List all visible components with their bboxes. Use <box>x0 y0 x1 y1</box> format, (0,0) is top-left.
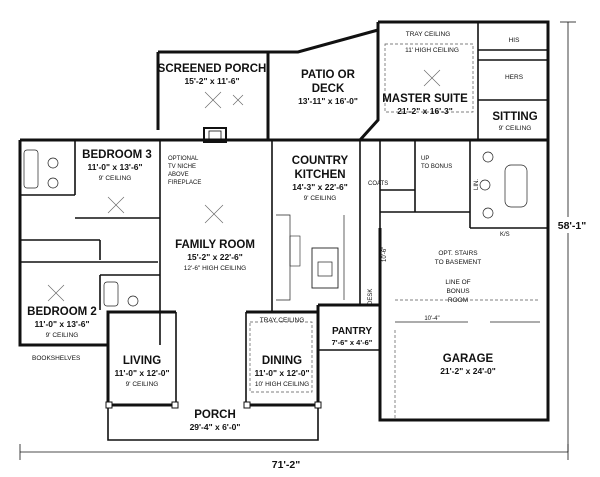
kitchen-island <box>311 247 339 289</box>
bedroom2-dims: 11'-0" x 13'-6" <box>34 319 89 329</box>
overall-depth-dimension <box>560 21 576 452</box>
family-room-name: FAMILY ROOM <box>175 239 255 251</box>
bedroom2-name: BEDROOM 2 <box>27 306 97 318</box>
tv-niche-note-1: OPTIONAL <box>168 156 199 162</box>
overall-depth-label: 58'-1" <box>558 220 587 232</box>
opt-stairs-1: OPT. STAIRS <box>438 250 478 257</box>
screened-porch-name: SCREENED PORCH <box>158 63 267 75</box>
stair-dim-label: 10'-6" <box>382 247 388 262</box>
tv-niche-note-4: FIREPLACE <box>168 180 201 186</box>
bonus-line-1: LINE OF <box>445 279 470 286</box>
linen-label: LIN. <box>474 179 480 190</box>
bedroom3-name: BEDROOM 3 <box>82 149 152 161</box>
his-closet-label: HIS <box>509 37 521 44</box>
patio-name-line1: PATIO OR <box>301 69 356 81</box>
dining-name: DINING <box>262 355 302 367</box>
tv-niche-note-3: ABOVE <box>168 172 189 178</box>
overall-width-label: 71'-2" <box>272 459 301 471</box>
sitting-ceiling: 9' CEILING <box>499 125 532 132</box>
screened-porch-dims: 15'-2" x 11'-6" <box>184 76 239 86</box>
kitchen-ceiling: 9' CEILING <box>304 195 337 202</box>
master-tray-label: TRAY CEILING <box>406 31 451 38</box>
desk-label: DESK <box>368 289 374 305</box>
bonus-line-2: BONUS <box>446 288 470 295</box>
tv-niche-note-2: TV NICHE <box>168 164 196 170</box>
patio-dims: 13'-11" x 16'-0" <box>298 96 358 106</box>
interior-walls <box>20 22 548 405</box>
porch-columns <box>105 401 322 409</box>
porch-name: PORCH <box>194 409 236 421</box>
master-tray-ceiling <box>384 43 474 113</box>
garage-width-label: 10'-4" <box>424 316 439 322</box>
living-name: LIVING <box>123 355 161 367</box>
kitchen-dims: 14'-3" x 22'-6" <box>292 182 348 192</box>
coats-label: COATS <box>368 181 388 187</box>
dining-tray-label: TRAY CEILING <box>260 317 305 324</box>
bonus-line-3: ROOM <box>448 297 468 304</box>
master-ceiling-label: 11' HIGH CEILING <box>405 47 459 54</box>
master-suite-name: MASTER SUITE <box>382 93 468 105</box>
master-suite-dims: 21'-2" x 16'-3" <box>397 106 453 116</box>
up-to-bonus-1: UP <box>421 156 429 162</box>
dining-dims: 11'-0" x 12'-0" <box>254 368 309 378</box>
up-to-bonus-2: TO BONUS <box>421 164 452 170</box>
living-ceiling: 9' CEILING <box>126 381 159 388</box>
bookshelves-label: BOOKSHELVES <box>32 355 81 362</box>
living-dims: 11'-0" x 12'-0" <box>114 368 169 378</box>
bedroom3-dims: 11'-0" x 13'-6" <box>87 162 142 172</box>
opt-stairs-2: TO BASEMENT <box>435 259 482 266</box>
porch-dims: 29'-4" x 6'-0" <box>190 422 241 432</box>
garage-name: GARAGE <box>443 353 494 365</box>
bedroom3-ceiling: 9' CEILING <box>99 175 132 182</box>
pantry-name: PANTRY <box>332 326 372 337</box>
family-room-ceiling: 12'-6" HIGH CEILING <box>184 265 246 272</box>
kitchen-name-line2: KITCHEN <box>294 169 345 181</box>
hers-closet-label: HERS <box>505 74 524 81</box>
fireplace <box>203 127 227 143</box>
garage-dims: 21'-2" x 24'-0" <box>440 366 496 376</box>
patio-name-line2: DECK <box>312 83 345 95</box>
ks-label: K/S <box>500 232 510 238</box>
sitting-name: SITTING <box>492 111 537 123</box>
pantry-dims: 7'-6" x 4'-6" <box>332 338 373 347</box>
plumbing-fixtures <box>23 149 528 307</box>
bedroom2-ceiling: 9' CEILING <box>46 332 79 339</box>
family-room-dims: 15'-2" x 22'-6" <box>187 252 243 262</box>
dining-ceiling: 10' HIGH CEILING <box>255 381 309 388</box>
kitchen-name-line1: COUNTRY <box>292 155 349 167</box>
ceiling-fans <box>47 69 441 302</box>
dining-tray-ceiling <box>249 321 313 393</box>
